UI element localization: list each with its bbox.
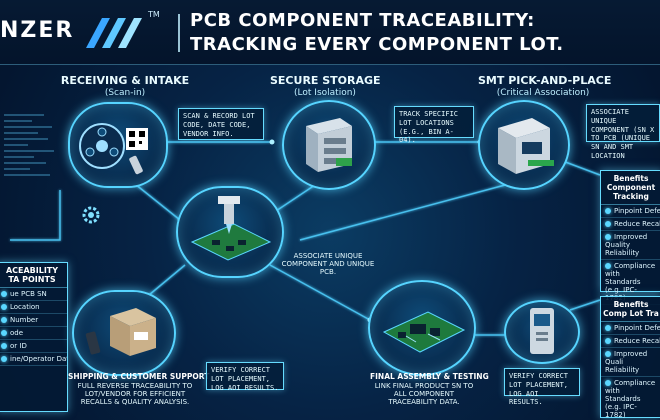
circuit-board-icon [382,311,466,353]
flow-line-center-assembly [269,264,371,321]
benefit-item: Pinpoint Defect [601,205,660,218]
gear-icon [80,204,102,230]
logo-mark-icon [76,14,146,54]
bullet-icon [605,263,611,269]
receiving-note: SCAN & RECORD LOT CODE, DATE CODE, VENDO… [178,108,264,140]
assembly-title: FINAL ASSEMBLY & TESTING [370,372,489,381]
shipping-title: SHIPPING & CUSTOMER SUPPORT [68,372,210,381]
benefit-item: Reduce Recall [601,335,660,348]
assembly-note: VERIFY CORRECT LOT PLACEMENT, LOG AOI RE… [504,368,580,406]
center-node [176,186,284,278]
benefit-item: Pinpoint Defect [601,322,660,335]
bullet-icon [605,351,611,357]
bullet-icon [605,208,611,214]
bullet-icon [1,343,7,349]
bullet-icon [1,304,7,310]
bullet-icon [605,338,611,344]
bullet-icon [1,356,7,362]
flow-line-left-panel [10,190,61,241]
benefits-component-panel: Benefits Component Tracking Pinpoint Def… [600,170,660,305]
data-point-item: or ID [0,340,67,353]
testing-node [504,300,580,364]
storage-note: TRACK SPECIFIC LOT LOCATIONS (E.G., BIN … [394,106,474,144]
storage-title: SECURE STORAGE [270,74,381,87]
smt-node [478,100,570,190]
flow-line-benefits-top [559,159,601,176]
code-stream-decoration [0,108,62,188]
benefit-item: Reduce Recall [601,218,660,231]
assembly-node [368,280,476,376]
data-point-item: ode [0,327,67,340]
benefit-item: Compliance with Standards (e.g. IPC-1782… [601,377,660,420]
bullet-icon [1,330,7,336]
benefits-lot-panel: Benefits Comp Lot Tra Pinpoint Defect Re… [600,296,660,420]
header-divider [178,14,180,52]
logo-trademark: TM [148,10,160,19]
bullet-icon [1,291,7,297]
benefits-bottom-title: Benefits Comp Lot Tra [601,297,660,322]
smt-note: ASSOCIATE UNIQUE COMPONENT (SN X TO PCB … [586,104,660,160]
page-title-line2: TRACKING EVERY COMPONENT LOT. [190,34,564,55]
receiving-subtitle: (Scan-in) [104,88,146,98]
shipping-note: VERIFY CORRECT LOT PLACEMENT, LOG AOI RE… [206,362,284,392]
panel-title: ACEABILITY TA POINTS [0,263,67,288]
pick-and-place-machine-icon [498,118,554,174]
data-point-item: Location [0,301,67,314]
benefit-item: Improved Quality Reliability [601,231,660,260]
receiving-title: RECEIVING & INTAKE [60,74,190,87]
shipping-node [72,290,176,376]
data-point-item: ine/Operator Data [0,353,67,366]
flow-line-smt-center [299,184,506,241]
panel-title-line2: TA POINTS [8,275,56,284]
page-title-line1: PCB COMPONENT TRACEABILITY: [190,10,535,31]
storage-subtitle: (Lot Isolation) [294,88,356,98]
reel-icon [79,123,148,175]
flow-line-benefits-bottom [569,299,601,311]
benefits-top-title: Benefits Component Tracking [601,171,660,205]
traceability-data-panel: ACEABILITY TA POINTS ue PCB SN Location … [0,262,68,412]
bullet-icon [605,221,611,227]
package-scanner-icon [85,308,156,356]
center-label: ASSOCIATE UNIQUE COMPONENT AND UNIQUE PC… [281,252,375,276]
smt-subtitle: (Critical Association) [496,88,590,98]
logo-text: NZER [0,18,75,43]
bullet-icon [1,317,7,323]
data-point-item: Number [0,314,67,327]
bullet-icon [605,325,611,331]
shipping-description: FULL REVERSE TRACEABILITY TO LOT/VENDOR … [77,382,193,406]
smt-title: SMT PICK-AND-PLACE [478,74,612,87]
bullet-icon [605,234,611,240]
pcb-robot-icon [190,196,272,261]
assembly-description: LINK FINAL PRODUCT SN TO ALL COMPONENT T… [374,382,474,406]
storage-cabinet-icon [306,118,352,172]
data-point-item: ue PCB SN [0,288,67,301]
test-terminal-icon [530,308,554,354]
receiving-node [68,102,168,188]
header-bar: NZER TM PCB COMPONENT TRACEABILITY: TRAC… [0,0,660,65]
benefit-item: Improved Quali Reliability [601,348,660,377]
bullet-icon [605,380,611,386]
panel-title-line1: ACEABILITY [5,266,59,275]
storage-node [282,100,376,190]
